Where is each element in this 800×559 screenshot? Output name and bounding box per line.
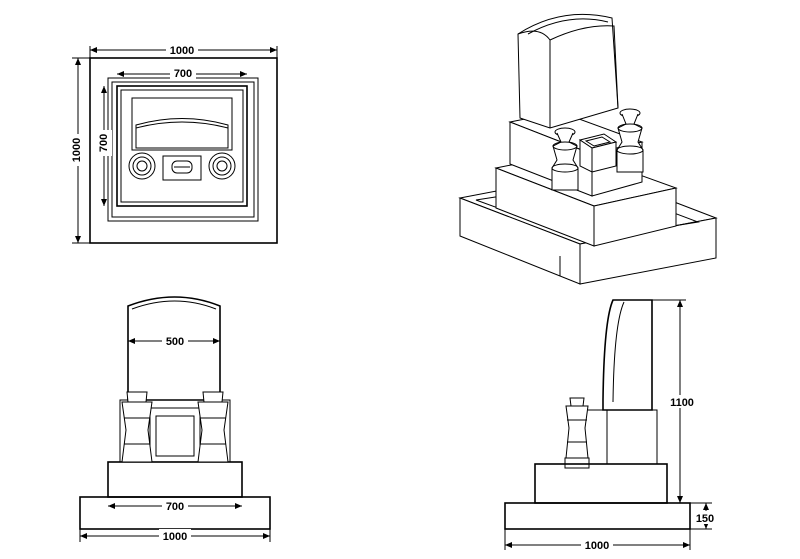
side-outer-width-label: 1000 xyxy=(585,540,609,552)
front-incense-stand xyxy=(149,407,201,463)
plan-stone-outline xyxy=(116,85,248,207)
plan-vase-left xyxy=(128,152,156,180)
plan-inner-depth-label: 700 xyxy=(98,134,110,152)
side-foundation-height-label: 150 xyxy=(696,513,714,525)
isometric-view xyxy=(458,13,718,285)
plan-inner-width-label: 700 xyxy=(174,68,192,80)
plan-headstone-curve xyxy=(135,118,229,149)
side-middle-tier xyxy=(606,409,658,465)
front-vase-right xyxy=(197,391,229,463)
side-vase xyxy=(565,397,589,459)
front-vase-left xyxy=(121,391,153,463)
plan-outer-frame xyxy=(89,57,278,244)
side-incense-stand xyxy=(564,457,590,469)
iso-headstone xyxy=(517,13,619,129)
iso-incense-box xyxy=(578,133,618,173)
plan-incense-stand xyxy=(162,155,202,181)
front-base xyxy=(107,461,243,498)
front-outer-width-label: 1000 xyxy=(163,531,187,543)
side-headstone xyxy=(602,299,653,411)
iso-vase-left xyxy=(551,127,579,191)
side-height-label: 1100 xyxy=(670,397,694,409)
front-view: 500 700 1000 xyxy=(79,296,271,543)
side-foundation xyxy=(504,502,691,530)
front-base-width-label: 700 xyxy=(166,501,184,513)
iso-vase-right xyxy=(616,108,644,173)
plan-outer-depth-label: 1000 xyxy=(71,138,83,162)
plan-vase-right xyxy=(208,152,236,180)
side-base xyxy=(534,463,668,504)
front-headstone xyxy=(127,296,221,401)
plan-stone-inner xyxy=(120,89,244,203)
front-stone-width-label: 500 xyxy=(166,336,184,348)
plan-view: 1000 700 1000 700 xyxy=(68,43,278,244)
plan-headstone xyxy=(131,97,233,151)
side-view: 1100 150 1000 xyxy=(504,299,718,552)
plan-outer-width-label: 1000 xyxy=(170,45,194,57)
